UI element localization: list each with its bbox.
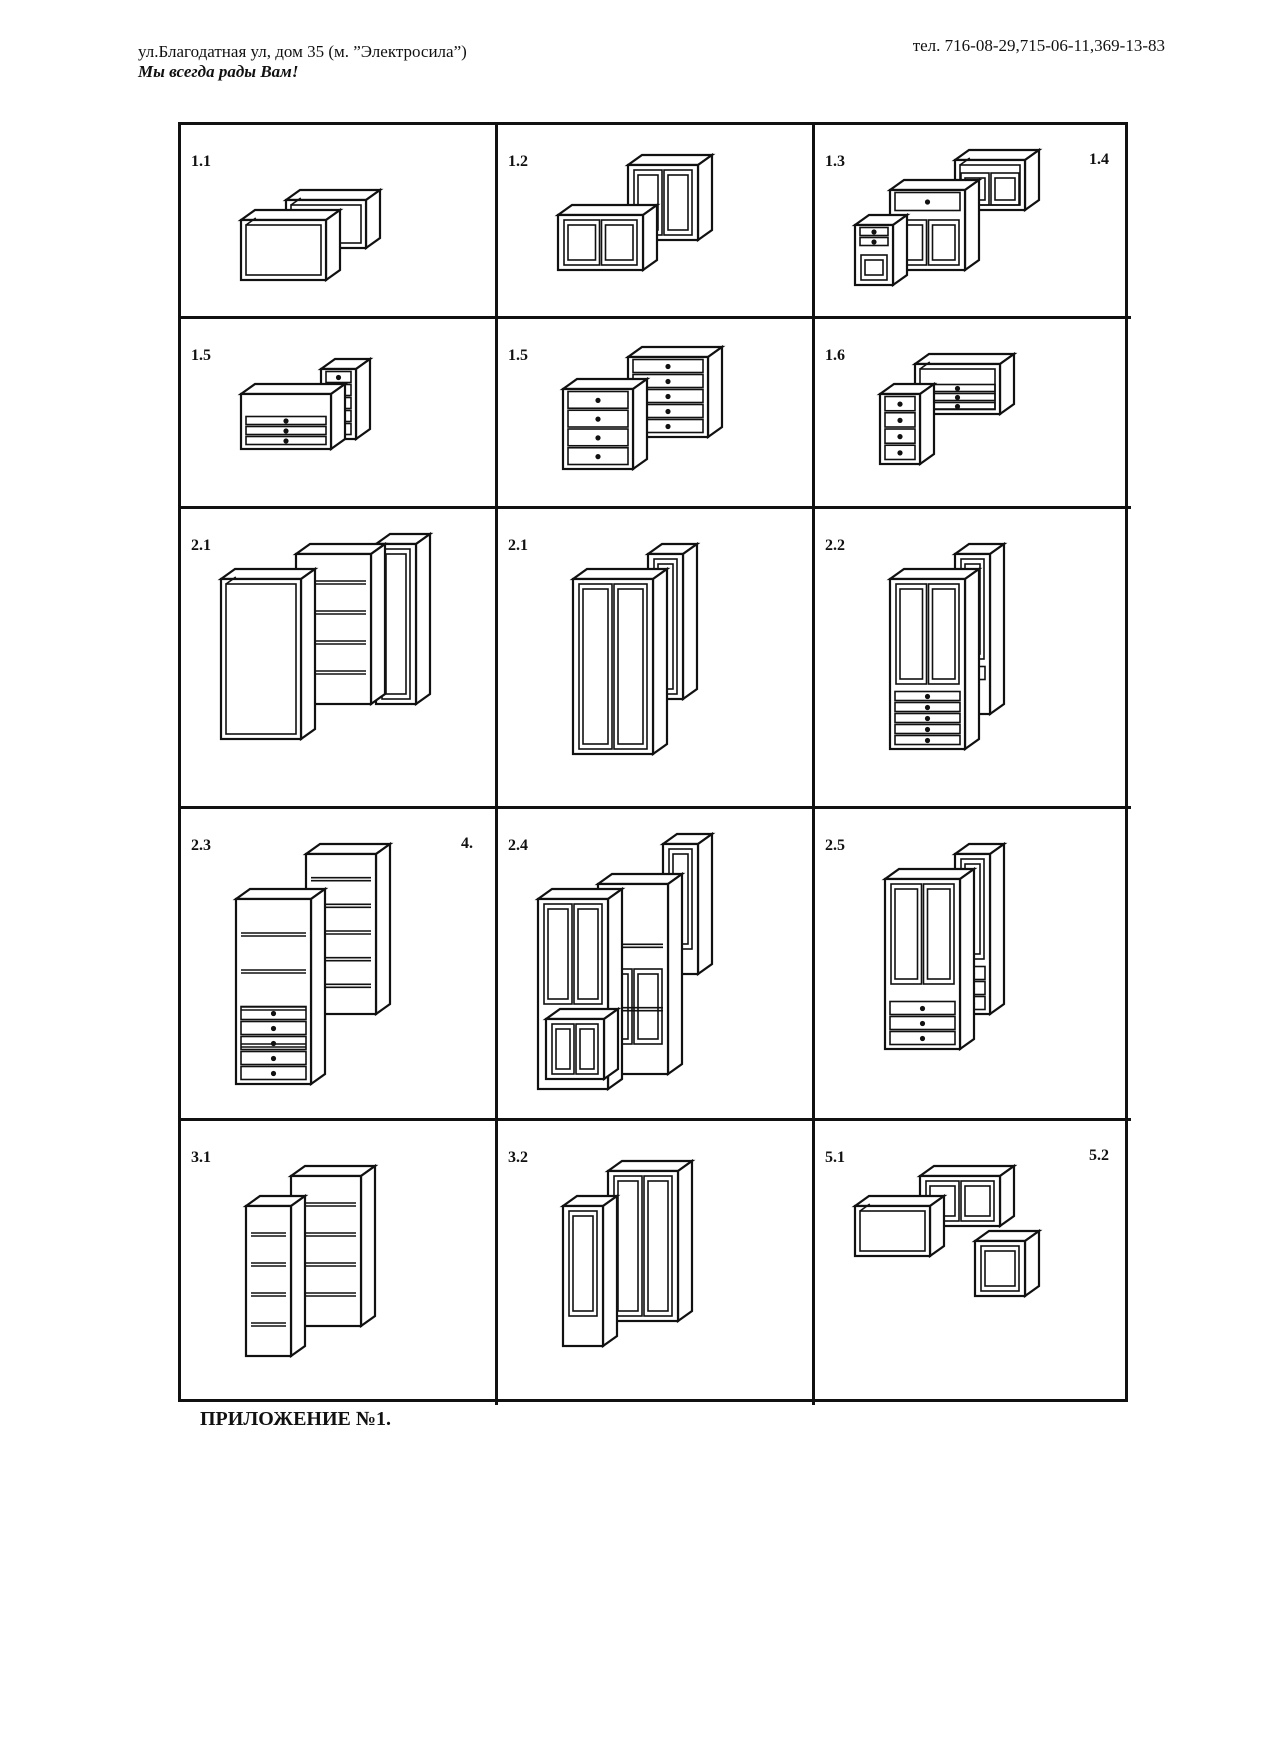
item-number: 1.2 xyxy=(508,153,528,170)
catalog-cell: 2.4 xyxy=(498,809,815,1121)
catalog-cell: 1.5 xyxy=(498,319,815,509)
catalog-cell: 5.1 5.2 xyxy=(815,1121,1131,1405)
item-number: 2.3 xyxy=(191,837,211,854)
catalog-cell: 1.5 xyxy=(181,319,498,509)
furniture-drawing xyxy=(554,152,716,273)
item-number: 1.5 xyxy=(508,347,528,364)
item-number: 2.4 xyxy=(508,837,528,854)
catalog-cell: 2.5 xyxy=(815,809,1131,1121)
furniture-drawing xyxy=(237,356,374,452)
item-number: 3.2 xyxy=(508,1149,528,1166)
store-address: ул.Благодатная ул, дом 35 (м. ”Электроси… xyxy=(138,42,467,61)
furniture-drawing xyxy=(851,147,1043,288)
appendix-title: ПРИЛОЖЕНИЕ №1. xyxy=(200,1408,391,1430)
catalog-cell: 1.1 xyxy=(181,125,498,319)
item-number: 1.3 xyxy=(825,153,845,170)
catalog-cell: 2.2 xyxy=(815,509,1131,809)
catalog-cell: 1.6 xyxy=(815,319,1131,509)
item-number: 3.1 xyxy=(191,1149,211,1166)
furniture-drawing xyxy=(876,351,1018,467)
store-slogan: Мы всегда рады Вам! xyxy=(138,62,299,81)
header-address-block: ул.Благодатная ул, дом 35 (м. ”Электроси… xyxy=(138,42,467,82)
furniture-drawing xyxy=(851,1163,1043,1299)
item-number: 2.5 xyxy=(825,837,845,854)
furniture-drawing xyxy=(569,541,701,757)
furniture-drawing xyxy=(881,841,1008,1052)
furniture-catalog-grid: 1.1 1.2 1.3 1.4 1.5 1.5 1.6 2.1 2.1 2.2 xyxy=(178,122,1131,1405)
catalog-cell: 1.2 xyxy=(498,125,815,319)
furniture-drawing xyxy=(232,841,394,1087)
furniture-drawing xyxy=(534,831,716,1092)
furniture-drawing xyxy=(242,1163,379,1359)
catalog-cell: 3.1 xyxy=(181,1121,498,1405)
item-number: 2.2 xyxy=(825,537,845,554)
item-number: 2.1 xyxy=(508,537,528,554)
furniture-drawing xyxy=(886,541,1008,752)
item-number: 1.5 xyxy=(191,347,211,364)
catalog-cell: 2.1 xyxy=(181,509,498,809)
store-phones: тел. 716-08-29,715-06-11,369-13-83 xyxy=(912,36,1165,55)
catalog-cell: 3.2 xyxy=(498,1121,815,1405)
furniture-drawing xyxy=(237,187,384,283)
catalog-cell: 2.3 4. xyxy=(181,809,498,1121)
item-number-secondary: 1.4 xyxy=(1089,151,1109,168)
catalog-cell: 1.3 1.4 xyxy=(815,125,1131,319)
item-number: 1.6 xyxy=(825,347,845,364)
furniture-drawing xyxy=(559,1158,696,1349)
furniture-drawing xyxy=(217,531,434,742)
catalog-cell: 2.1 xyxy=(498,509,815,809)
item-number: 1.1 xyxy=(191,153,211,170)
item-number-secondary: 4. xyxy=(461,835,473,852)
furniture-drawing xyxy=(559,344,726,472)
item-number: 2.1 xyxy=(191,537,211,554)
item-number: 5.1 xyxy=(825,1149,845,1166)
item-number-secondary: 5.2 xyxy=(1089,1147,1109,1164)
